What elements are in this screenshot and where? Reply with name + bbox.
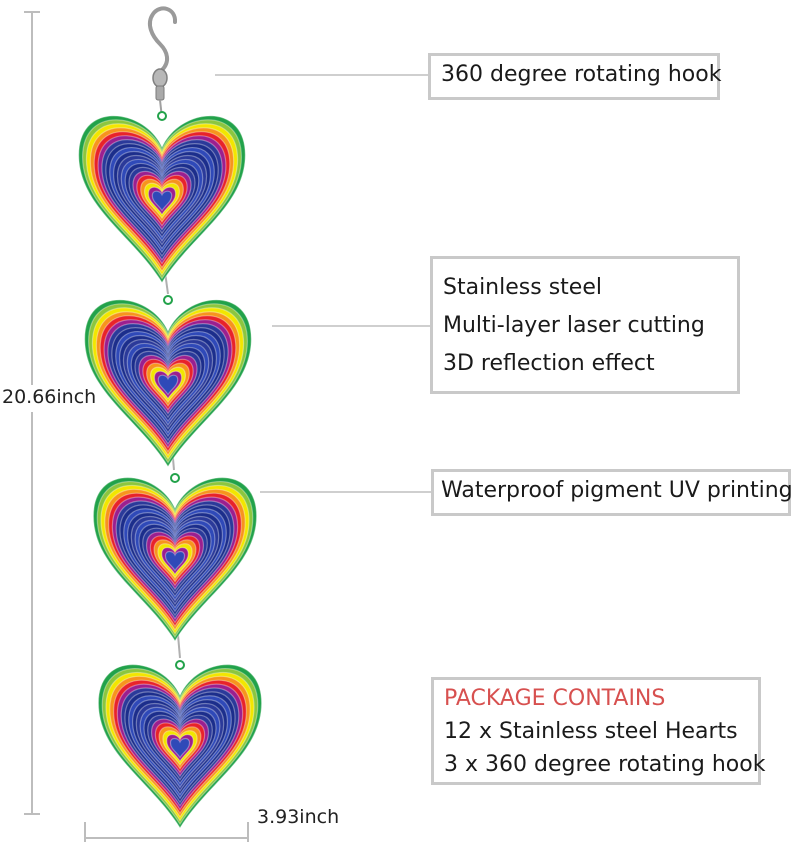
leader-line-material	[272, 325, 432, 327]
material-line-3: 3D reflection effect	[443, 351, 655, 376]
material-callout: Stainless steel Multi-layer laser cuttin…	[430, 256, 740, 394]
heart-tab	[157, 111, 167, 121]
package-item-hearts: 12 x Stainless steel Hearts	[444, 719, 738, 744]
leader-line-printing	[260, 491, 433, 493]
heart-spinner-icon	[84, 295, 252, 468]
heart-tab	[175, 660, 185, 670]
material-line-1: Stainless steel	[443, 275, 602, 300]
package-callout: PACKAGE CONTAINS 12 x Stainless steel He…	[431, 677, 766, 785]
heart-spinner-icon	[97, 660, 263, 829]
hook-callout-text: 360 degree rotating hook	[441, 62, 722, 87]
height-label: 20.66inch	[2, 386, 97, 408]
s-hook-icon	[148, 6, 177, 72]
width-dimension-line	[84, 822, 249, 842]
swivel-icon	[152, 68, 168, 119]
heart-spinner-icon	[78, 111, 246, 284]
height-dimension-line	[24, 11, 40, 815]
printing-callout: Waterproof pigment UV printing	[431, 469, 793, 516]
printing-callout-text: Waterproof pigment UV printing	[441, 478, 793, 503]
heart-spinner-icon	[92, 473, 258, 642]
heart-tab	[163, 295, 173, 305]
heart-spinners	[78, 111, 263, 829]
width-label: 3.93inch	[257, 806, 340, 828]
leader-line-hook	[215, 74, 430, 76]
package-title: PACKAGE CONTAINS	[444, 686, 666, 711]
heart-tab	[170, 473, 180, 483]
material-line-2: Multi-layer laser cutting	[443, 313, 705, 338]
package-item-hooks: 3 x 360 degree rotating hook	[444, 752, 766, 777]
hook-callout: 360 degree rotating hook	[428, 53, 722, 100]
